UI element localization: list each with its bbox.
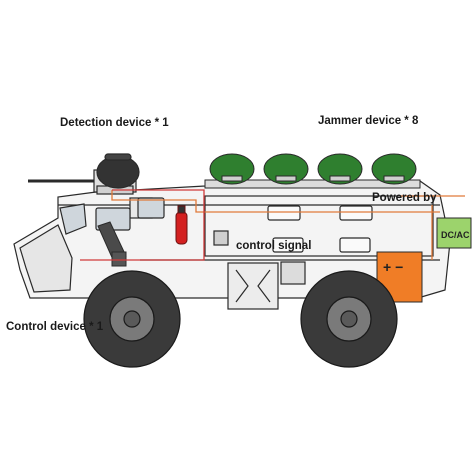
front-wheel bbox=[83, 270, 181, 368]
jammer-dome bbox=[209, 153, 255, 185]
windows bbox=[59, 197, 165, 235]
rear-wheel bbox=[300, 270, 398, 368]
jammer-device-label: Jammer device * 8 bbox=[318, 115, 419, 127]
jammer-dome bbox=[317, 153, 363, 185]
jammer-devices bbox=[204, 153, 421, 189]
fire-extinguisher bbox=[175, 205, 188, 245]
detection-device bbox=[28, 153, 140, 195]
powered-by-label: Powered by bbox=[372, 192, 437, 204]
signal-lines bbox=[80, 189, 465, 261]
jammer-dome bbox=[263, 153, 309, 185]
battery-label: + − bbox=[383, 259, 404, 275]
converter-label: DC/AC bbox=[441, 230, 470, 240]
jammer-dome bbox=[371, 153, 417, 185]
detection-device-label: Detection device * 1 bbox=[60, 117, 169, 129]
control-device bbox=[97, 221, 127, 267]
control-signal-label: control signal bbox=[236, 240, 312, 252]
control-device-label: Control device * 1 bbox=[6, 321, 104, 333]
